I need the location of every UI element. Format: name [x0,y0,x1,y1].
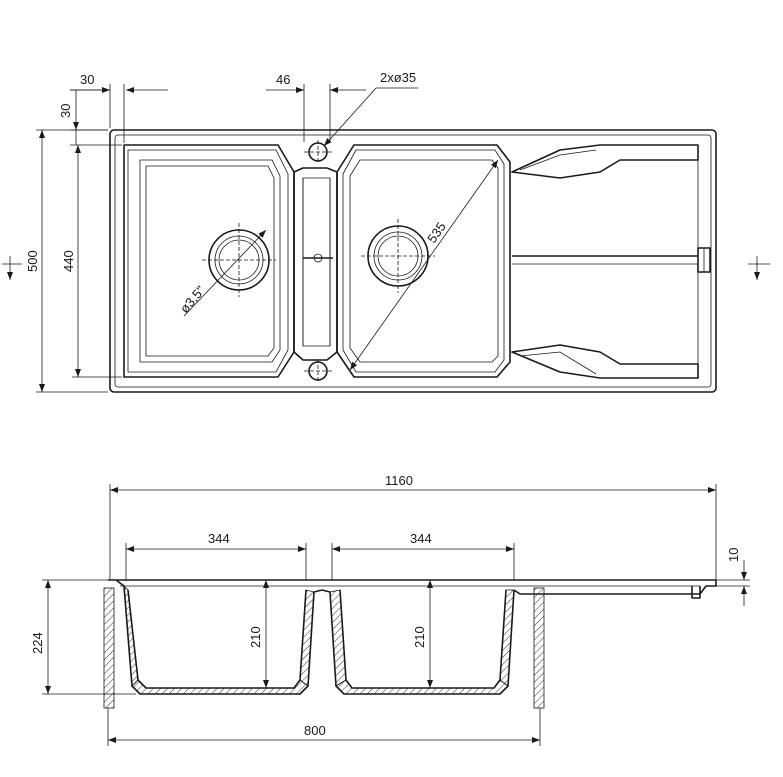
cabinet-wall-right [533,587,545,709]
bowl-left-width-label: 344 [208,531,230,546]
rim-top [108,579,717,595]
tap-hole-bottom [304,359,332,383]
dim-bowl-left-width: 344 [125,531,307,580]
tap-holes-label: 2xø35 [380,70,416,85]
dim-overall-width: 1160 [109,473,717,580]
overall-depth-label: 500 [25,250,40,272]
bowl-left-depth-label: 210 [248,626,263,648]
dim-total-height: 224 [30,579,136,695]
dim-edge-width: 30 [70,72,168,143]
left-bowl [123,144,295,378]
dim-diagonal: 535 [349,159,499,371]
dim-drain: ø3,5" [177,229,267,317]
dim-tap-holes: 2xø35 [323,70,418,147]
right-bowl-section [329,589,515,695]
dim-bowl-left-depth: 210 [248,580,269,688]
diagonal-label: 535 [424,219,449,245]
inner-depth-label: 440 [61,250,76,272]
sink-rim-inner [114,134,712,388]
dim-inner-depth: 440 [61,145,122,378]
left-bowl-section [115,579,331,695]
top-view: 30 30 46 2xø35 [2,70,770,393]
dim-cabinet-width: 800 [107,708,541,746]
dim-rim-thickness: 10 [716,548,750,606]
tap-spacing-label: 46 [276,72,290,87]
overall-width-label: 1160 [385,473,413,488]
dim-bowl-right-depth: 210 [412,580,433,688]
section-marker-left [2,256,22,280]
bowl-right-depth-label: 210 [412,626,427,648]
edge-width-label: 30 [80,72,94,87]
drainer-board [511,144,711,379]
cabinet-width-label: 800 [304,723,326,738]
drain-label: ø3,5" [177,283,208,316]
bowl-right-width-label: 344 [410,531,432,546]
sink-outline [109,129,717,393]
section-view: 1160 344 344 [30,473,750,746]
middle-channel [293,167,338,361]
cabinet-wall-left [103,587,115,709]
dim-overall-depth: 500 [25,129,108,393]
rim-thickness-label: 10 [726,548,741,562]
dim-edge-depth: 30 [58,90,122,146]
edge-depth-label: 30 [58,104,73,118]
total-height-label: 224 [30,632,45,654]
section-marker-right [748,256,770,280]
dim-tap-spacing: 46 [266,72,366,142]
tap-hole-top [304,140,332,164]
dim-bowl-right-width: 344 [331,531,515,580]
